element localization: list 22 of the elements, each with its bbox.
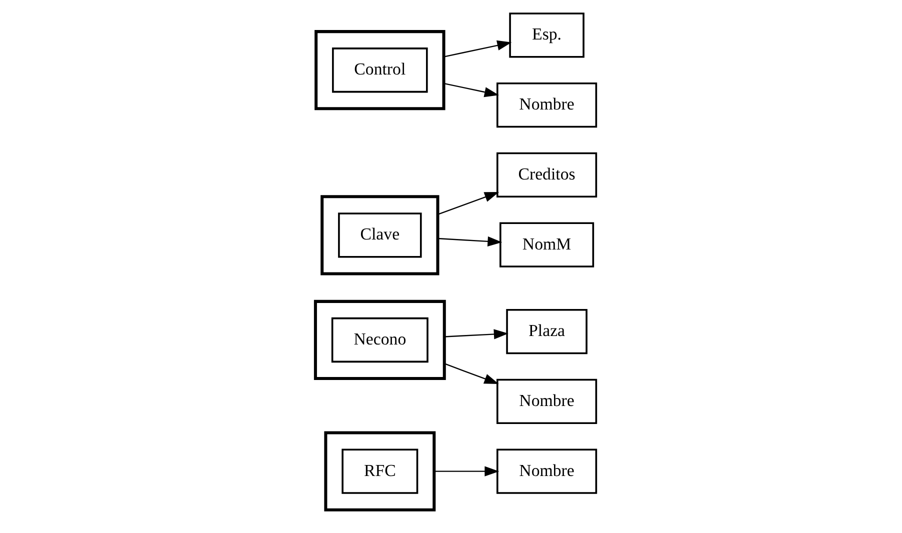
node-box: Nombre [496, 448, 598, 494]
node-box: Nombre [496, 378, 598, 424]
cluster [314, 30, 446, 110]
cluster [314, 300, 446, 380]
node-box: NomM [500, 222, 594, 268]
node-box: RFC [342, 448, 418, 494]
arrow [438, 192, 500, 215]
node-box: Esp. [509, 12, 584, 58]
node-box: Nombre [496, 82, 598, 128]
arrow [444, 82, 499, 98]
cluster [324, 431, 436, 512]
node-box: Necono [331, 317, 428, 363]
arrow [444, 363, 499, 384]
node-box: Plaza [506, 308, 588, 354]
node-box: Clave [338, 212, 422, 258]
node-box: Control [332, 48, 428, 93]
arrow [444, 40, 512, 58]
arrow [438, 236, 502, 246]
node-box: Creditos [496, 152, 598, 198]
arrow [434, 466, 500, 476]
cluster [320, 195, 440, 276]
arrow [444, 329, 508, 340]
